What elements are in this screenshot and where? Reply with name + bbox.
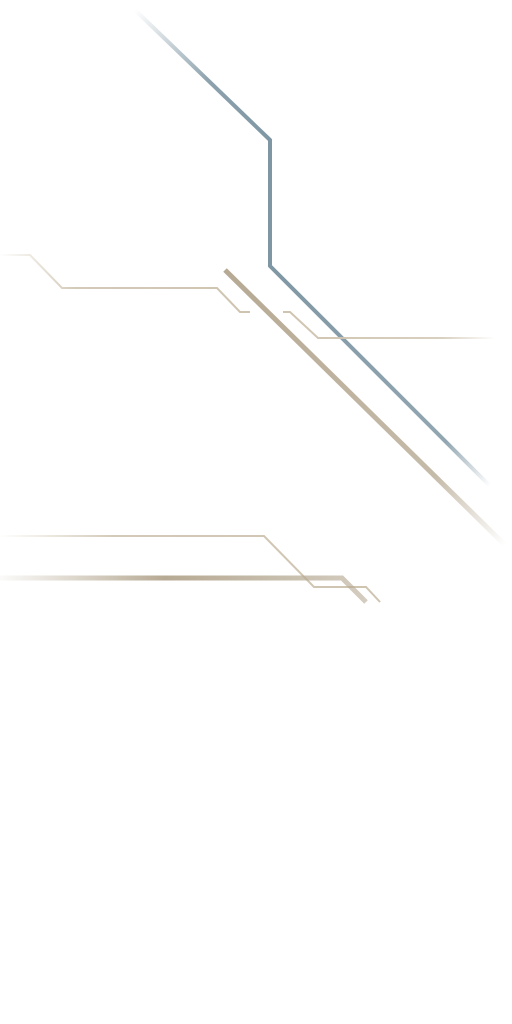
lower-circuit-lines [0, 535, 381, 604]
blue-circuit-line [133, 8, 492, 488]
upper-thin-circuit-lines [0, 254, 495, 339]
taupe-circuit-line [0, 267, 507, 547]
